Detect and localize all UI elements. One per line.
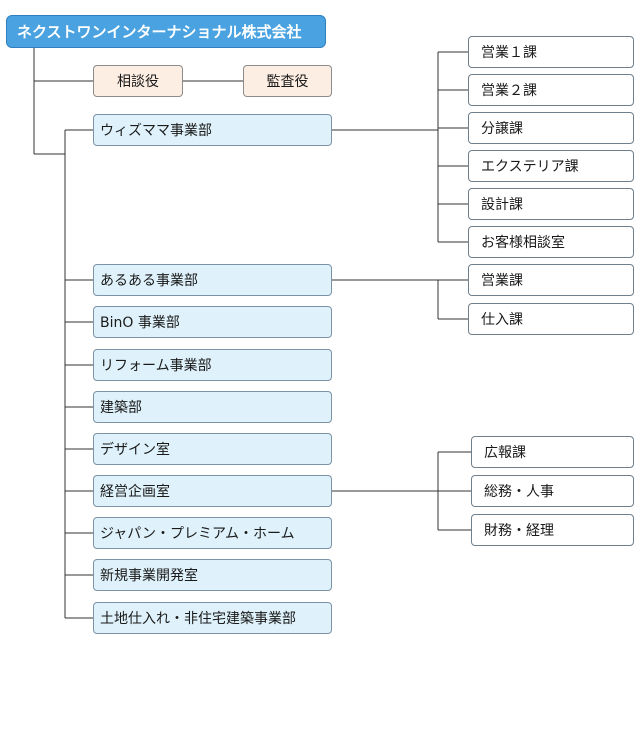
section-finance-box: 財務・経理 <box>471 514 634 546</box>
dept-wizmama-box: ウィズママ事業部 <box>93 114 332 146</box>
dept-aruaru-box: あるある事業部 <box>93 264 332 296</box>
section-sales1-box: 営業１課 <box>468 36 634 68</box>
section-subdivision-box: 分譲課 <box>468 112 634 144</box>
dept-planning-box: 経営企画室 <box>93 475 332 507</box>
section-exterior-box: エクステリア課 <box>468 150 634 182</box>
section-design-box: 設計課 <box>468 188 634 220</box>
advisor-auditor-box: 監査役 <box>243 65 332 97</box>
dept-new-business-box: 新規事業開発室 <box>93 559 332 591</box>
section-sales2-box: 営業２課 <box>468 74 634 106</box>
section-pr-box: 広報課 <box>471 436 634 468</box>
company-root-box: ネクストワンインターナショナル株式会社 <box>6 15 326 48</box>
dept-reform-box: リフォーム事業部 <box>93 349 332 381</box>
section-purchasing-box: 仕入課 <box>468 303 634 335</box>
dept-bino-box: BinO 事業部 <box>93 306 332 338</box>
dept-japan-premium-box: ジャパン・プレミアム・ホーム <box>93 517 332 549</box>
dept-design-box: デザイン室 <box>93 433 332 465</box>
advisor-counselor-box: 相談役 <box>93 65 183 97</box>
section-hr-box: 総務・人事 <box>471 475 634 507</box>
section-customer-box: お客様相談室 <box>468 226 634 258</box>
dept-construction-box: 建築部 <box>93 391 332 423</box>
section-sales-box: 営業課 <box>468 264 634 296</box>
dept-land-box: 土地仕入れ・非住宅建築事業部 <box>93 602 332 634</box>
